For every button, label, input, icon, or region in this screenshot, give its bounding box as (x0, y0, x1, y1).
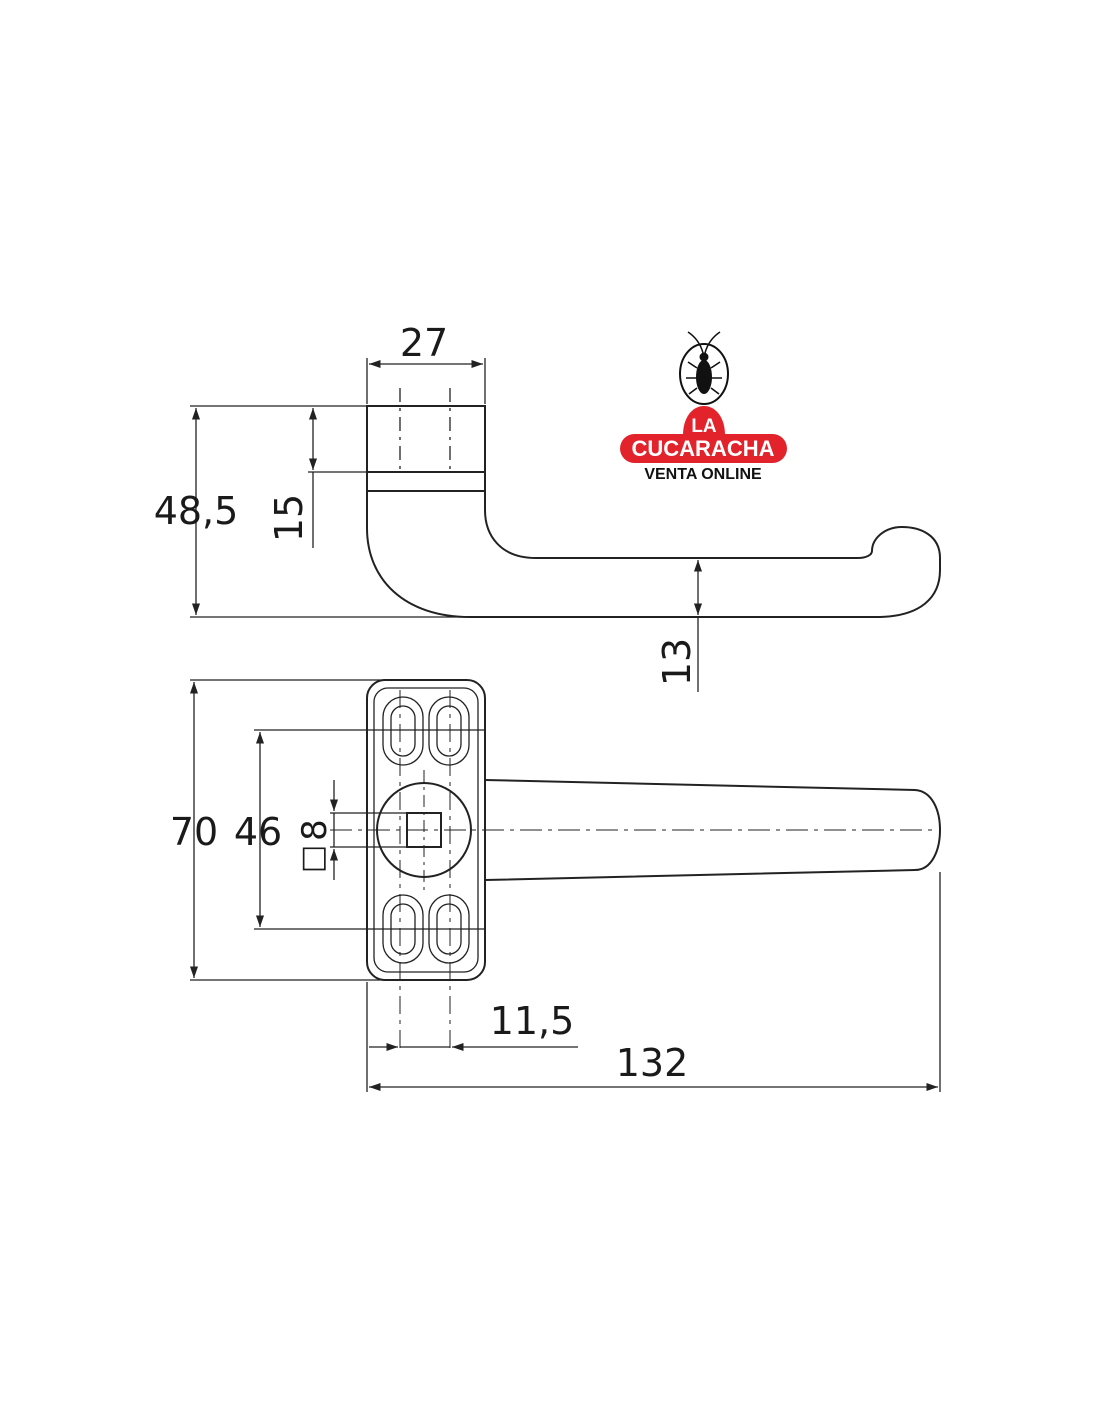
front-view (189, 679, 942, 1092)
cockroach-icon (679, 331, 729, 405)
label-total-length: 132 (616, 1041, 689, 1085)
logo-line-3: VENTA ONLINE (644, 466, 762, 483)
label-total-height-side: 48,5 (154, 489, 239, 533)
side-view (190, 358, 941, 692)
label-neck-height: 15 (267, 494, 311, 542)
neck-body (366, 405, 486, 492)
logo-line-1: LA (691, 416, 717, 437)
logo-la-badge (683, 406, 725, 435)
label-screw-spacing: 46 (234, 810, 282, 854)
label-grip-thickness: 13 (655, 638, 699, 686)
logo-line-2: CUCARACHA (632, 436, 775, 461)
logo-red-pill (620, 434, 787, 463)
lever-grip (484, 779, 942, 881)
label-rose-height: 70 (170, 810, 218, 854)
dimension-labels: 27 48,5 15 13 70 46 8 □ 11,5 132 (154, 321, 699, 1085)
lever-outline (366, 491, 941, 618)
top-screw-slots (382, 696, 470, 766)
label-width-top: 27 (400, 321, 448, 365)
label-square-spindle: 8 (295, 819, 335, 841)
label-screw-offset: 11,5 (490, 999, 575, 1043)
label-square-symbol: □ (295, 845, 330, 873)
brand-logo: LA CUCARACHA VENTA ONLINE (620, 331, 787, 483)
